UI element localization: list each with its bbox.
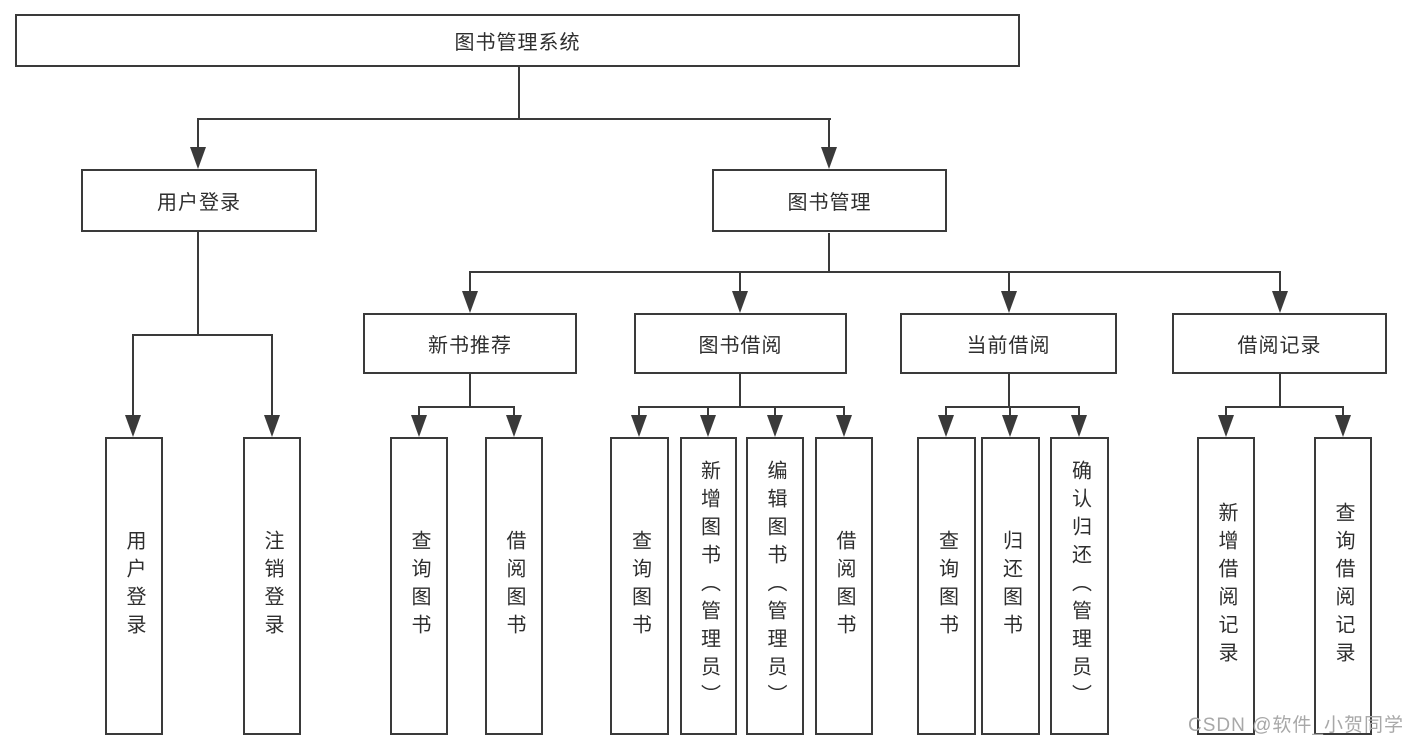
connector-line bbox=[132, 334, 273, 336]
arrowhead-icon bbox=[836, 415, 852, 437]
connector-line bbox=[1008, 271, 1010, 293]
connector-line bbox=[197, 118, 199, 150]
connector-line bbox=[945, 406, 947, 418]
arrowhead-icon bbox=[1272, 291, 1288, 313]
node-leaf-borrow-books: 借阅图书 bbox=[815, 437, 873, 735]
connector-line bbox=[1078, 406, 1080, 418]
connector-line bbox=[945, 406, 1080, 408]
connector-line bbox=[1225, 406, 1227, 418]
connector-line bbox=[197, 118, 831, 120]
connector-line bbox=[739, 374, 741, 408]
node-book-borrowing: 图书借阅 bbox=[634, 313, 847, 374]
csdn-watermark: CSDN @软件_小贺同学 bbox=[1188, 715, 1404, 736]
arrowhead-icon bbox=[1001, 291, 1017, 313]
node-leaf-user-login: 用户登录 bbox=[105, 437, 163, 735]
node-library-management-system: 图书管理系统 bbox=[15, 14, 1020, 67]
node-leaf-borrow-books-recommend: 借阅图书 bbox=[485, 437, 543, 735]
connector-line bbox=[843, 406, 845, 418]
arrowhead-icon bbox=[125, 415, 141, 437]
connector-line bbox=[774, 406, 776, 418]
node-leaf-query-books-current: 查询图书 bbox=[917, 437, 976, 735]
connector-line bbox=[828, 233, 830, 273]
arrowhead-icon bbox=[767, 415, 783, 437]
node-borrowing-records: 借阅记录 bbox=[1172, 313, 1387, 374]
arrowhead-icon bbox=[1071, 415, 1087, 437]
arrowhead-icon bbox=[1002, 415, 1018, 437]
connector-line bbox=[418, 406, 420, 418]
arrowhead-icon bbox=[700, 415, 716, 437]
arrowhead-icon bbox=[821, 147, 837, 169]
node-leaf-add-books-admin: 新增图书（管理员） bbox=[680, 437, 737, 735]
arrowhead-icon bbox=[1218, 415, 1234, 437]
arrowhead-icon bbox=[1335, 415, 1351, 437]
connector-line bbox=[1009, 406, 1011, 418]
arrowhead-icon bbox=[631, 415, 647, 437]
connector-line bbox=[1279, 271, 1281, 293]
connector-line bbox=[271, 334, 273, 417]
arrowhead-icon bbox=[462, 291, 478, 313]
connector-line bbox=[197, 232, 199, 336]
node-new-book-recommend: 新书推荐 bbox=[363, 313, 577, 374]
node-leaf-return-books: 归还图书 bbox=[981, 437, 1040, 735]
node-user-login-module: 用户登录 bbox=[81, 169, 317, 232]
node-leaf-query-books-borrowing: 查询图书 bbox=[610, 437, 669, 735]
connector-line bbox=[469, 271, 471, 293]
arrowhead-icon bbox=[732, 291, 748, 313]
node-current-borrowing: 当前借阅 bbox=[900, 313, 1117, 374]
connector-line bbox=[739, 271, 741, 293]
connector-line bbox=[132, 334, 134, 417]
connector-line bbox=[828, 118, 830, 150]
connector-line bbox=[469, 271, 1281, 273]
arrowhead-icon bbox=[938, 415, 954, 437]
connector-line bbox=[518, 67, 520, 119]
connector-line bbox=[1342, 406, 1344, 418]
connector-line bbox=[469, 374, 471, 408]
connector-line bbox=[1008, 374, 1010, 408]
connector-line bbox=[707, 406, 709, 418]
node-leaf-edit-books-admin: 编辑图书（管理员） bbox=[746, 437, 804, 735]
node-leaf-query-books-recommend: 查询图书 bbox=[390, 437, 448, 735]
arrowhead-icon bbox=[190, 147, 206, 169]
connector-line bbox=[513, 406, 515, 418]
node-leaf-query-borrow-record: 查询借阅记录 bbox=[1314, 437, 1372, 735]
node-leaf-logout: 注销登录 bbox=[243, 437, 301, 735]
connector-line bbox=[638, 406, 640, 418]
connector-line bbox=[1279, 374, 1281, 408]
connector-line bbox=[638, 406, 845, 408]
connector-line bbox=[1225, 406, 1344, 408]
arrowhead-icon bbox=[264, 415, 280, 437]
arrowhead-icon bbox=[411, 415, 427, 437]
connector-line bbox=[418, 406, 515, 408]
node-leaf-confirm-return-admin: 确认归还（管理员） bbox=[1050, 437, 1109, 735]
arrowhead-icon bbox=[506, 415, 522, 437]
node-leaf-add-borrow-record: 新增借阅记录 bbox=[1197, 437, 1255, 735]
node-book-management-module: 图书管理 bbox=[712, 169, 947, 232]
